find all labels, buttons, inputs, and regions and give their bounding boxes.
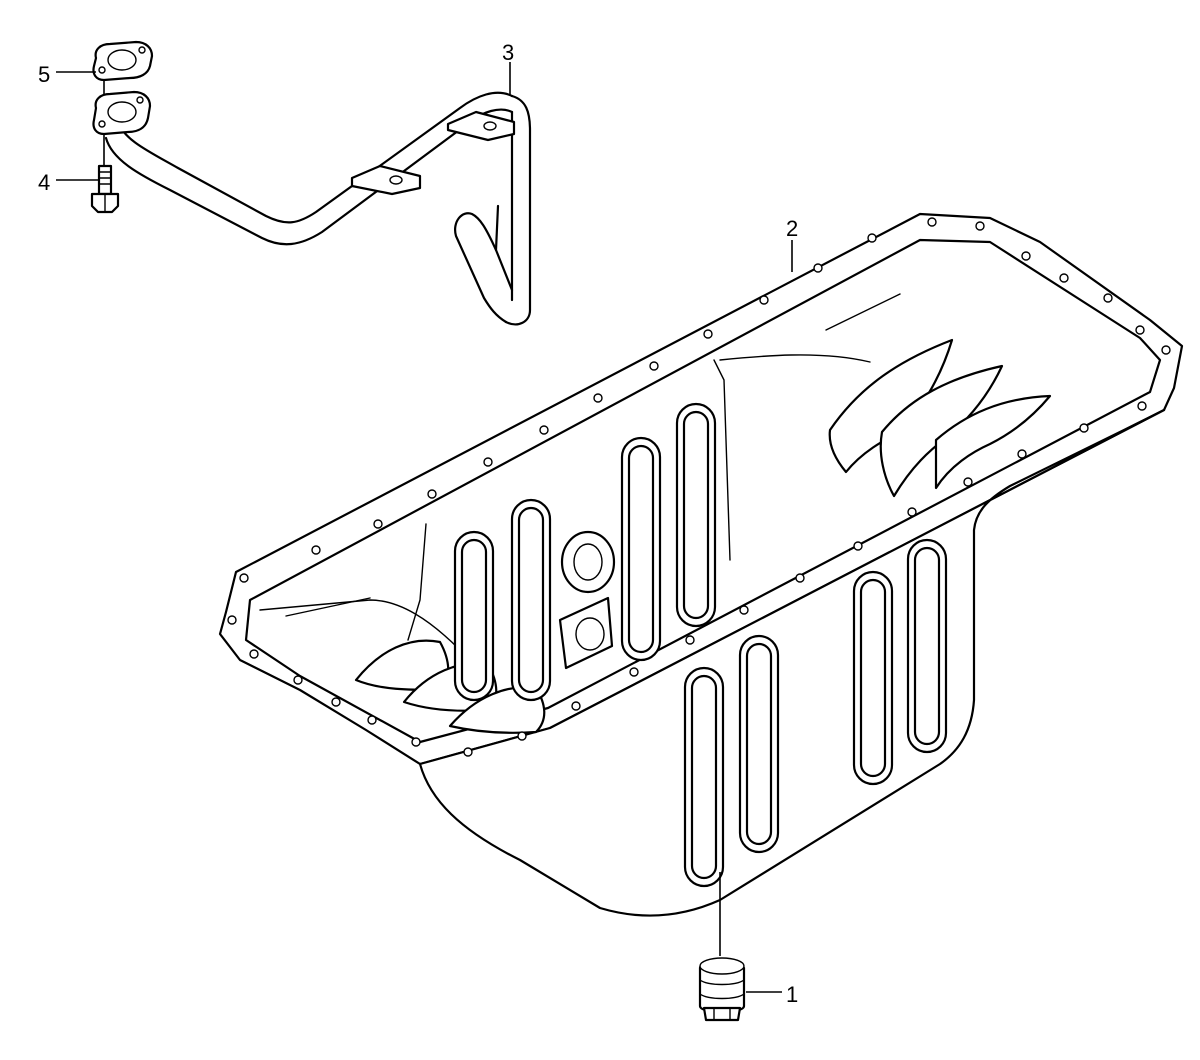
bolt[interactable] <box>90 164 120 214</box>
callout-1: 1 <box>786 982 798 1007</box>
callout-5: 5 <box>38 62 50 87</box>
callout-3: 3 <box>502 40 514 65</box>
callout-2: 2 <box>786 216 798 241</box>
oil-return-pipe[interactable] <box>92 90 532 326</box>
drain-plug[interactable] <box>698 957 746 1022</box>
gasket[interactable] <box>92 40 154 82</box>
leader-lines <box>56 62 793 993</box>
flange-bolt-holes <box>227 217 1171 757</box>
oil-pan[interactable] <box>218 212 1184 917</box>
callout-4: 4 <box>38 170 50 195</box>
